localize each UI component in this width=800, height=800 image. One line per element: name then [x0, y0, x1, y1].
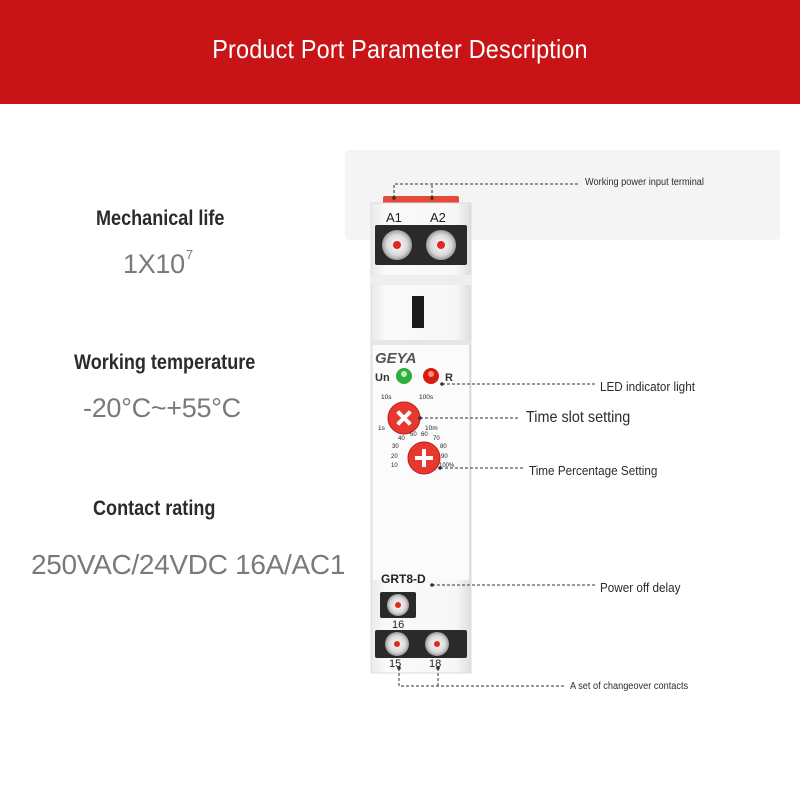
pct-label-100: 100% — [439, 463, 455, 469]
led-label-r: R — [445, 372, 453, 384]
pct-label-10: 10 — [391, 463, 398, 469]
spec-value-mechanical-life: 1X107 — [123, 247, 193, 280]
spec-heading-mechanical-life: Mechanical life — [96, 207, 225, 230]
leader-power-input — [393, 183, 580, 198]
pct-label-20: 20 — [391, 454, 398, 460]
pct-label-70: 70 — [433, 436, 440, 442]
range-label-100s: 100s — [419, 394, 434, 401]
callout-power-off-delay: Power off delay — [600, 580, 681, 595]
page-title: Product Port Parameter Description — [212, 34, 588, 64]
leader-changeover — [398, 668, 566, 687]
terminal-label-a2: A2 — [430, 210, 446, 225]
led-label-un: Un — [375, 372, 390, 384]
pct-label-30: 30 — [392, 444, 399, 450]
range-label-10m: 10m — [425, 425, 438, 432]
pct-label-50: 50 — [410, 432, 417, 438]
spec-value-contact-rating: 250VAC/24VDC 16A/AC1 — [31, 549, 346, 580]
pct-label-90: 90 — [441, 454, 448, 460]
mechanical-life-base: 1X10 — [123, 249, 185, 279]
din-slot — [412, 296, 424, 328]
pct-label-60: 60 — [421, 432, 428, 438]
spec-value-working-temperature: -20°C~+55°C — [83, 393, 241, 423]
terminal-label-a1: A1 — [386, 210, 402, 225]
terminal-label-15: 15 — [389, 658, 401, 670]
callout-changeover-contacts: A set of changeover contacts — [570, 681, 689, 692]
header-banner: Product Port Parameter Description — [0, 0, 800, 104]
brand-logo: GEYA — [375, 350, 416, 367]
range-label-1s: 1s — [378, 425, 386, 432]
spec-heading-working-temperature: Working temperature — [74, 351, 256, 374]
callout-power-input-terminal: Working power input terminal — [585, 177, 704, 188]
mechanical-life-exponent: 7 — [185, 247, 193, 262]
callout-time-slot: Time slot setting — [526, 409, 631, 426]
terminal-label-16: 16 — [392, 619, 404, 631]
terminal-label-18: 18 — [429, 658, 441, 670]
callout-led-indicator: LED indicator light — [600, 379, 695, 394]
pct-label-40: 40 — [398, 436, 405, 442]
range-label-10s: 10s — [381, 394, 392, 401]
pct-label-80: 80 — [440, 444, 447, 450]
model-label: GRT8-D — [381, 572, 426, 586]
callout-time-percentage: Time Percentage Setting — [529, 463, 658, 478]
spec-heading-contact-rating: Contact rating — [93, 497, 216, 520]
